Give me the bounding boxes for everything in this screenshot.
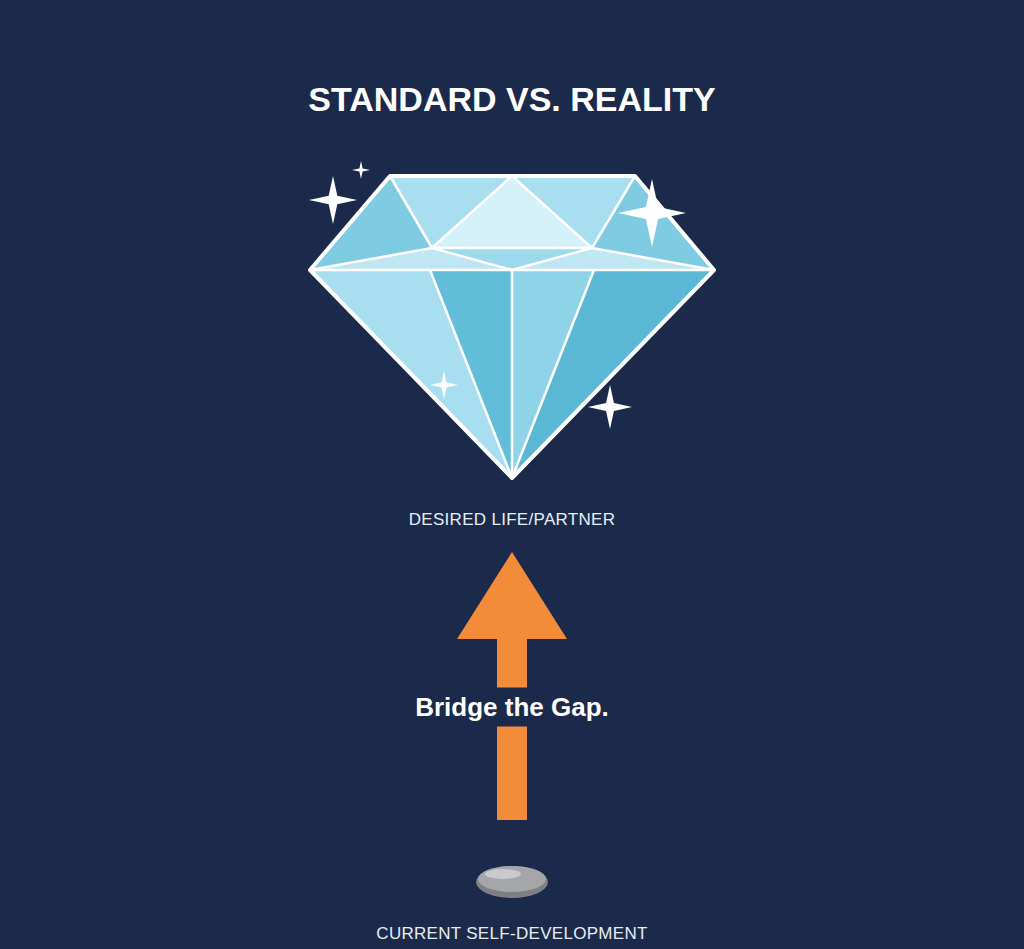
pebble-node: CURRENT SELF-DEVELOPMENT	[312, 858, 712, 944]
edge-label: Bridge the Gap.	[407, 688, 617, 727]
diamond-illustration	[300, 160, 724, 530]
node-label: CURRENT SELF-DEVELOPMENT	[312, 924, 712, 944]
node-label: DESIRED LIFE/PARTNER	[300, 510, 724, 530]
diamond-node: DESIRED LIFE/PARTNER	[300, 160, 724, 530]
gap-arrow	[457, 552, 567, 820]
title: STANDARD VS. REALITY	[0, 80, 1024, 119]
